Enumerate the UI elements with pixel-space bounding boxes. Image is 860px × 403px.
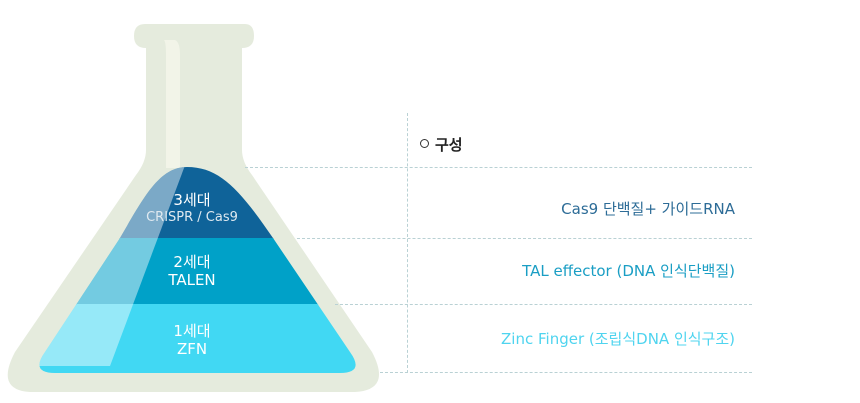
composition-header: 구성 [420,134,463,155]
label-gen3: 3세대 CRISPR / Cas9 [112,191,272,227]
vertical-divider [407,113,408,373]
layer-gen1 [39,304,356,373]
gen1-title: 1세대 [173,322,211,340]
component-gen3: Cas9 단백질+ 가이드RNA [561,200,735,218]
divider-gen2-top [297,238,752,239]
gen1-name: ZFN [176,340,208,358]
label-gen2: 2세대 TALEN [112,253,272,289]
component-gen1: Zinc Finger (조립식DNA 인식구조) [501,330,735,348]
divider-gen1-top [335,304,752,305]
circle-bullet-icon [420,139,429,148]
flask-illustration [7,24,380,392]
divider-bottom [380,372,752,373]
divider-gen3-top [245,167,752,168]
gen3-name: CRISPR / Cas9 [146,210,238,225]
component-gen2: TAL effector (DNA 인식단백질) [522,262,735,280]
gen2-title: 2세대 [173,253,211,271]
label-gen1: 1세대 ZFN [112,322,272,358]
neck-highlight [164,40,180,168]
gen2-name: TALEN [168,271,216,289]
composition-header-label: 구성 [435,136,463,154]
gen3-title: 3세대 [173,191,211,209]
